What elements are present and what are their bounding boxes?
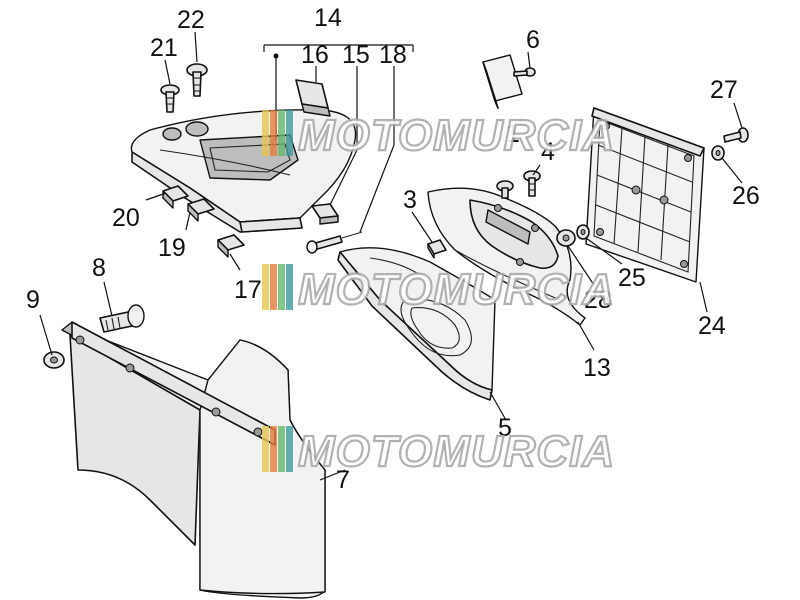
screw-part-8 xyxy=(99,304,145,333)
watermark-2: MOTOMURCIA xyxy=(262,264,615,315)
cover-part-5 xyxy=(337,247,496,401)
top-cover-part-1 xyxy=(130,109,357,233)
nut-part-19 xyxy=(187,198,215,222)
watermark-stripe xyxy=(278,426,285,472)
screw-part-4 xyxy=(523,170,541,197)
callout-17: 18 xyxy=(379,41,407,69)
callout-numbers: 14 16 15 18 22 21 20 19 17 8 9 7 5 3 1 4… xyxy=(26,4,760,494)
callout-8: 8 xyxy=(92,254,106,282)
callout-26: 26 xyxy=(732,182,760,210)
nut-part-28 xyxy=(556,229,576,247)
watermark-stripe xyxy=(270,264,277,310)
callout-4: 4 xyxy=(541,138,555,166)
watermark-stripe xyxy=(278,264,285,310)
watermark-stripe xyxy=(278,110,285,156)
washer-part-26 xyxy=(711,145,725,161)
callout-25: 25 xyxy=(618,264,646,292)
callout-20: 20 xyxy=(112,204,140,232)
watermark-stripe xyxy=(286,426,293,472)
screw-part-22 xyxy=(186,63,208,97)
watermark-stripe xyxy=(262,264,269,310)
screw-part-21 xyxy=(160,84,180,113)
nut-part-18 xyxy=(217,234,245,258)
holder-part-13 xyxy=(427,187,586,326)
watermark-stripe xyxy=(270,110,277,156)
bracket-part-6 xyxy=(482,54,536,109)
callout-15: 15 xyxy=(342,41,370,69)
callout-6: 6 xyxy=(526,26,540,54)
callout-5: 5 xyxy=(498,414,512,442)
callout-9: 9 xyxy=(26,286,40,314)
screw-part-27 xyxy=(723,127,749,143)
callout-21: 21 xyxy=(150,34,178,62)
callout-16: 16 xyxy=(301,41,329,69)
callout-1: 1 xyxy=(506,120,520,148)
callout-13: 13 xyxy=(583,354,611,382)
callout-22: 22 xyxy=(177,6,205,34)
callout-24: 24 xyxy=(698,312,726,340)
mounting-bar xyxy=(61,321,276,446)
leader-lines xyxy=(39,31,743,481)
watermark-stripe xyxy=(286,264,293,310)
watermark-stripe xyxy=(262,110,269,156)
callout-19: 19 xyxy=(158,234,186,262)
callout-7: 7 xyxy=(336,466,350,494)
plate-holder-part-24 xyxy=(585,107,705,283)
watermark-stripe xyxy=(270,426,277,472)
watermark-text: MOTOMURCIA xyxy=(298,427,615,476)
callout-3: 3 xyxy=(403,186,417,214)
callout-14: 14 xyxy=(314,4,342,32)
callout-28: 28 xyxy=(584,286,612,314)
nut-part-20 xyxy=(162,185,189,209)
clip-part-16 xyxy=(295,79,331,117)
watermark-stripe xyxy=(262,426,269,472)
watermark-1: MOTOMURCIA xyxy=(262,110,615,161)
washer-part-25 xyxy=(576,224,590,240)
washer-part-9 xyxy=(43,351,65,369)
screw-part-1 xyxy=(496,180,514,199)
rivet-part-17 xyxy=(306,231,363,254)
callout-27: 27 xyxy=(710,76,738,104)
watermark-3: MOTOMURCIA xyxy=(262,426,615,477)
clip-part-15 xyxy=(311,203,339,225)
nut-part-3 xyxy=(427,239,447,259)
watermark-stripe xyxy=(286,110,293,156)
watermark-text: MOTOMURCIA xyxy=(298,111,615,160)
watermark-text: MOTOMURCIA xyxy=(298,265,615,314)
callout-18: 17 xyxy=(234,276,262,304)
